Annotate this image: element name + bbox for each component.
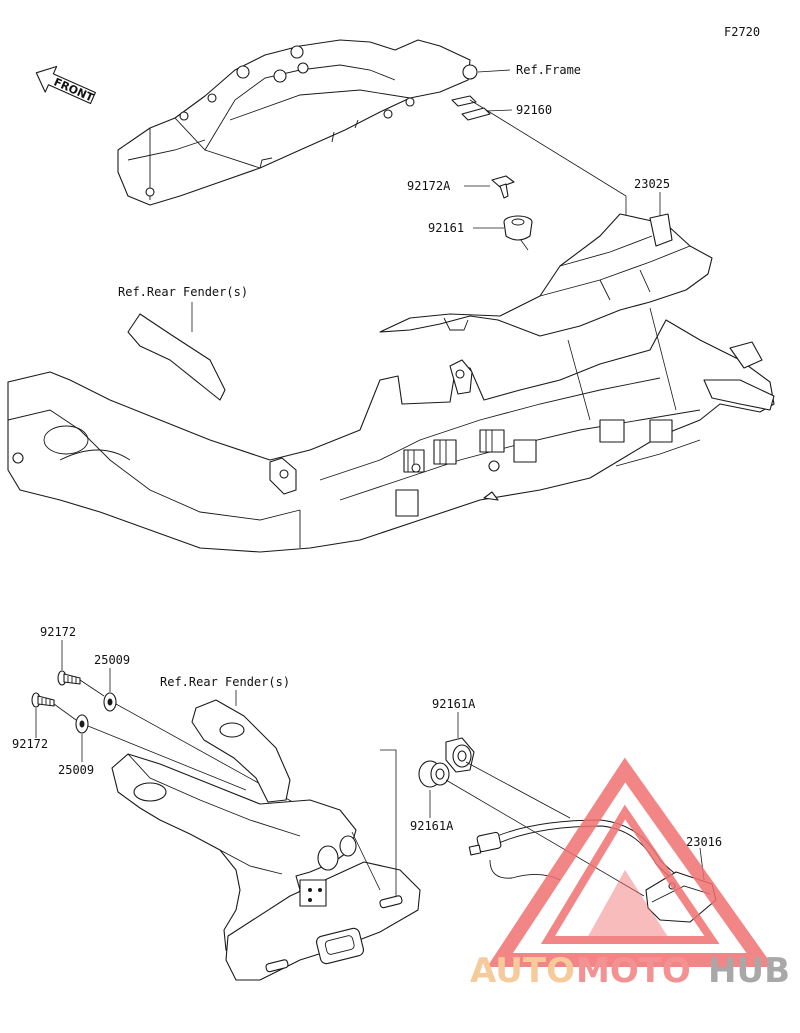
label-ref-rear-fender-bottom: Ref.Rear Fender(s) — [160, 675, 290, 689]
front-label: FRONT — [52, 75, 96, 104]
watermark-moto: MOTO — [576, 951, 691, 991]
label-ref-rear-fender-top: Ref.Rear Fender(s) — [118, 285, 248, 299]
part-92160-clip — [461, 107, 491, 121]
rear-fender-drawing — [7, 313, 775, 553]
label-92172-upper: 92172 — [40, 625, 76, 639]
part-92172-screw-lower — [31, 692, 55, 708]
label-23016: 23016 — [686, 835, 722, 849]
watermark-logo: AUTO MOTO HUB — [470, 757, 790, 991]
license-holder-drawing — [111, 753, 421, 981]
label-92161: 92161 — [428, 221, 464, 235]
label-25009-upper: 25009 — [94, 653, 130, 667]
figure-code: F2720 — [724, 25, 760, 39]
label-92172-lower: 92172 — [12, 737, 48, 751]
part-92161A-grommet-lower — [418, 760, 450, 788]
part-25009-washer-lower — [75, 714, 89, 734]
label-92161A-upper: 92161A — [432, 697, 476, 711]
part-23025-module — [379, 213, 713, 337]
label-25009-lower: 25009 — [58, 763, 94, 777]
frame-drawing — [117, 39, 478, 206]
label-92161A-lower: 92161A — [410, 819, 454, 833]
label-ref-frame: Ref.Frame — [516, 63, 581, 77]
rear-fender-bracket-drawing — [191, 699, 291, 803]
label-92160: 92160 — [516, 103, 552, 117]
label-23025: 23025 — [634, 177, 670, 191]
front-arrow-icon: FRONT — [35, 65, 96, 105]
part-92172-screw-upper — [57, 670, 81, 686]
watermark-auto: AUTO — [470, 951, 575, 991]
part-92172A-screw — [491, 175, 515, 199]
part-25009-washer-upper — [103, 692, 117, 712]
part-92161A-grommet-upper — [445, 737, 475, 773]
part-92161-grommet — [503, 215, 533, 241]
watermark-hub: HUB — [708, 951, 790, 991]
label-92172A: 92172A — [407, 179, 451, 193]
